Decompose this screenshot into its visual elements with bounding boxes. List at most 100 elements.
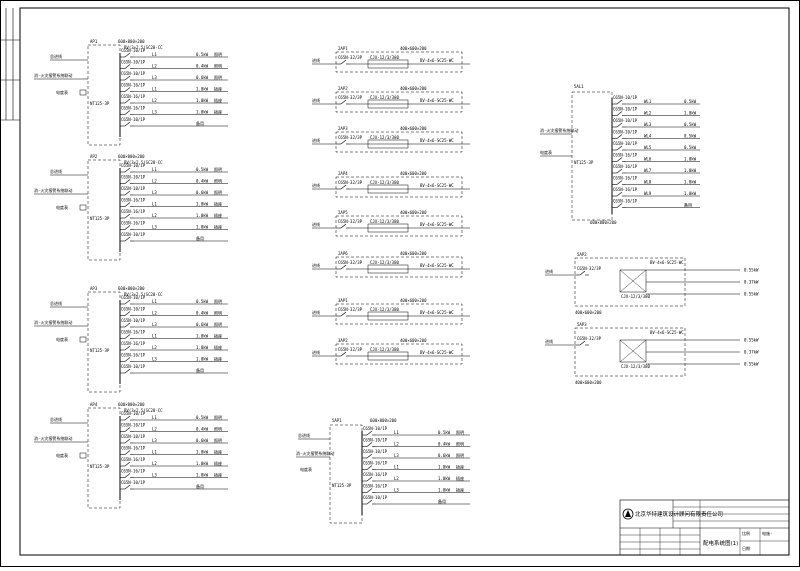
fire-link-label: 消-火灾报警系统联动 [540,127,578,133]
breaker-model: C65N-10/1P [121,295,146,300]
circuit-load: 1.0kW [684,111,697,116]
circuit-label: WL3 [644,122,652,127]
main-breaker: NT125-3P [574,160,594,165]
circuit-load: 1.0kW [196,110,209,115]
contactor-model: CJX-12/3/380 [621,364,650,369]
breaker-blade [124,450,131,455]
breaker-model: C65N-16/1P [613,176,638,181]
unit-breaker-model: C65N-32/3P [338,55,363,60]
breaker-blade [124,322,131,328]
panel-spec: 600×800×200 [118,154,145,159]
breaker-model: C65N-16/1P [121,198,146,203]
circuit-load: 0.5kW [684,99,697,104]
breaker-model: C65N-10/1P [121,232,146,237]
contactor-box [367,351,409,361]
breaker-model: C65N-16/1P [121,330,146,335]
circuit-use: 插座 [214,212,222,218]
breaker-model: C65N-16/1P [121,341,146,346]
meter-label: 电度表 [56,336,68,342]
breaker-blade [124,415,131,421]
unit-cable: BV-4×6-SC25-WC [420,98,454,103]
circuit-row: C65N-16/1P L1 1.0kW 插座 [120,446,228,455]
breaker-blade [124,357,131,362]
unit-feeder: 进线 [312,221,320,227]
circuit-load: 备用 [196,235,204,241]
unit-breaker-model: C65N-32/3P [338,347,363,352]
unit-enclosure [335,343,463,365]
breaker-blade [616,168,623,174]
panel-spec: 600×800×200 [590,220,617,225]
circuit-load: 0.4kW [438,442,451,447]
main-breaker: NT125-3P [90,464,110,469]
contactor-box [367,139,409,149]
fire-link-label: 消-火灾报警系统联动 [34,435,72,441]
drawing-title: 配电系统图(1) [703,539,738,547]
sheet-number: 电施- [762,530,772,536]
phase-label: L2 [152,64,157,69]
breaker-blade [124,368,131,374]
unit-breaker-blade [340,184,347,190]
contactor-box [367,264,409,274]
meter-label: 电度表 [56,204,68,210]
unit-cable: BV-4×6-SC25-WC [420,138,454,143]
contactor-box [619,269,647,293]
circuit-load: 1.0kW [196,345,209,350]
phase-label: L3 [152,473,157,478]
unit-breaker-blade [579,340,586,346]
circuit-load: 1.0kW [684,168,697,173]
breaker-model: C65N-10/1P [121,175,146,180]
breaker-model: C65N-10/1P [363,449,388,454]
breaker-model: C65N-16/1P [121,446,146,451]
circuit-load: 1.0kW [684,180,697,185]
unit-enclosure [574,257,686,307]
breaker-model: C65N-10/1P [613,199,638,204]
meter-box [79,336,87,343]
unit-breaker-blade [340,264,347,270]
circuit-use: 插座 [214,109,222,115]
main-breaker: NT125-3P [90,348,110,353]
circuit-use: 插座 [456,464,464,470]
circuit-load: 0.4kW [196,64,209,69]
phase-label: L1 [152,450,157,455]
circuit-load: 1.0kW [196,87,209,92]
breaker-blade [616,145,623,151]
breaker-model: C65N-10/1P [121,307,146,312]
phase-label: L3 [152,322,157,327]
circuit-use: 插座 [214,344,222,350]
phase-label: L3 [152,438,157,443]
phase-label: L1 [394,465,399,470]
circuit-use: 照明 [214,179,222,184]
circuit-load: 0.5kW [196,167,209,172]
breaker-model: C65N-16/1P [363,472,388,477]
phase-label: L1 [152,202,157,207]
breaker-blade [124,473,131,478]
breaker-model: C65N-10/1P [363,495,388,500]
breaker-blade [124,167,131,173]
breaker-blade [124,225,131,230]
circuit-load: 1.0kW [196,357,209,362]
contactor-model: CJX-12/3/380 [370,219,399,224]
breaker-blade [124,52,131,58]
circuit-load: 1.0kW [196,450,209,455]
unit-breaker-blade [579,270,586,276]
meter-box [79,89,87,96]
breaker-blade [124,98,131,104]
contactor-model: CJX-12/3/380 [370,55,399,60]
circuit-use: 插座 [214,449,222,455]
breaker-model: C65N-10/1P [121,186,146,191]
phase-label: L1 [152,334,157,339]
contactor-model: CJX-12/3/380 [370,95,399,100]
circuit-load: 1.0kW [196,213,209,218]
breaker-blade [616,191,623,197]
contactor-model: CJX-12/3/380 [370,135,399,140]
